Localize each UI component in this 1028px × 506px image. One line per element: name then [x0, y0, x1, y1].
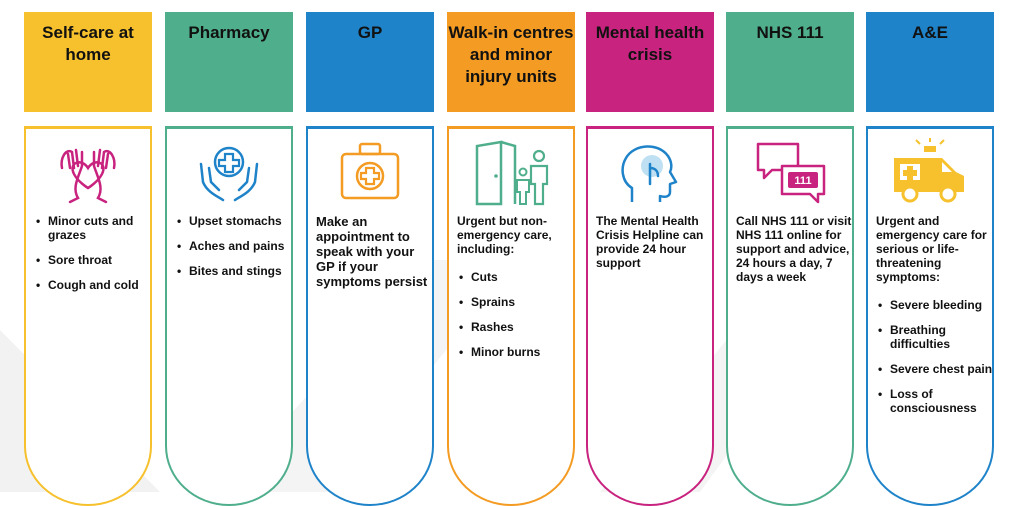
column-body: Urgent but non-emergency care, including… [457, 214, 575, 370]
list-item: Severe chest pain [876, 362, 994, 376]
column-intro: Call NHS 111 or visit NHS 111 online for… [736, 214, 852, 284]
column-card [586, 126, 714, 506]
column-body: Call NHS 111 or visit NHS 111 online for… [736, 214, 854, 284]
chat-111-label: 111 [794, 175, 811, 187]
column-header: NHS 111 [726, 12, 854, 112]
list-item: Cuts [457, 270, 575, 284]
column-title: GP [357, 23, 383, 42]
card-top-rule [24, 126, 152, 129]
column-header: Walk-in centres and minor injury units [447, 12, 575, 112]
list-item: Rashes [457, 320, 575, 334]
column-a-and-e: A&E Urgent and emergency care for seriou… [866, 12, 994, 506]
list-item: Sore throat [34, 253, 152, 267]
column-gp: GP Make an appointment to speak with you… [306, 12, 434, 506]
column-header: A&E [866, 12, 994, 112]
column-body: Make an appointment to speak with your G… [316, 214, 434, 289]
column-self-care: Self-care at home Minor cuts and grazes … [24, 12, 152, 506]
column-title: Walk-in centres and minor injury units [448, 23, 574, 86]
card-top-rule [726, 126, 854, 129]
list-item: Minor burns [457, 345, 575, 359]
column-card [165, 126, 293, 506]
chat-111-icon: 111 [756, 142, 826, 204]
list-item: Severe bleeding [876, 298, 994, 312]
column-mental-health: Mental health crisis The Mental Health C… [586, 12, 714, 506]
column-intro: Urgent and emergency care for serious or… [876, 214, 987, 284]
column-header: Pharmacy [165, 12, 293, 112]
column-body: Upset stomachs Aches and pains Bites and… [175, 214, 293, 289]
column-header: Mental health crisis [586, 12, 714, 112]
column-title: Self-care at home [42, 23, 134, 64]
column-title: NHS 111 [756, 23, 824, 42]
column-intro: Make an appointment to speak with your G… [316, 214, 428, 289]
medical-kit-icon [340, 142, 400, 200]
column-nhs-111: NHS 111 111 Call NHS 111 or visit NHS 11… [726, 12, 854, 506]
list-item: Cough and cold [34, 278, 152, 292]
list-item: Minor cuts and grazes [34, 214, 152, 242]
column-title: Mental health crisis [595, 23, 705, 64]
column-body: The Mental Health Crisis Helpline can pr… [596, 214, 714, 270]
column-pharmacy: Pharmacy Upset stomachs Aches and pains … [165, 12, 293, 506]
head-touch-icon [621, 145, 678, 202]
list-item: Sprains [457, 295, 575, 309]
column-header: Self-care at home [24, 12, 152, 112]
column-header: GP [306, 12, 434, 112]
hands-heart-icon [60, 148, 116, 204]
column-body: Minor cuts and grazes Sore throat Cough … [34, 214, 152, 303]
list-item: Upset stomachs [175, 214, 293, 228]
column-intro: Urgent but non-emergency care, including… [457, 214, 552, 256]
column-card [447, 126, 575, 506]
list-item: Bites and stings [175, 264, 293, 278]
column-intro: The Mental Health Crisis Helpline can pr… [596, 214, 704, 270]
card-top-rule [447, 126, 575, 129]
column-walk-in: Walk-in centres and minor injury units U… [447, 12, 575, 506]
card-top-rule [866, 126, 994, 129]
list-item: Loss of consciousness [876, 387, 994, 415]
door-family-icon [475, 140, 549, 206]
column-body: Urgent and emergency care for serious or… [876, 214, 994, 426]
column-title: A&E [912, 23, 948, 42]
card-top-rule [165, 126, 293, 129]
list-item: Aches and pains [175, 239, 293, 253]
list-item: Breathing difficulties [876, 323, 994, 351]
card-top-rule [586, 126, 714, 129]
hands-cross-icon [199, 146, 259, 202]
card-top-rule [306, 126, 434, 129]
ambulance-icon [894, 138, 964, 203]
column-title: Pharmacy [188, 23, 270, 42]
